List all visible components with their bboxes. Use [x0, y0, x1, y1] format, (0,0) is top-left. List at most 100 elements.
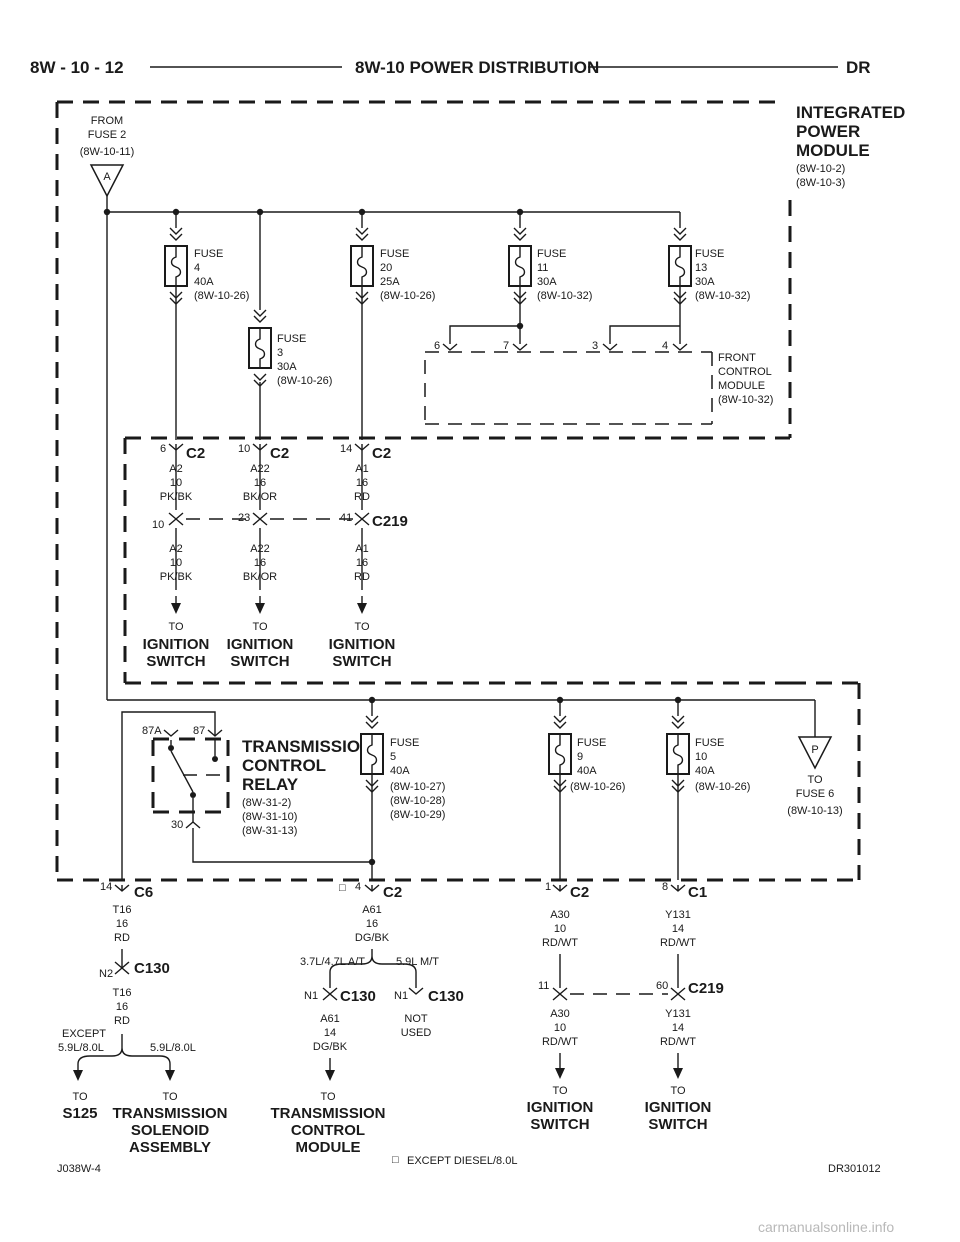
wire-a2-lower-1: A2	[169, 543, 182, 555]
c130-notused-pin: N1	[394, 990, 408, 1002]
c219-bottom-label: C219	[688, 980, 724, 997]
transmission-control-relay: 87A 87 30 TRANSMISSION CONTROL RELAY (8W…	[142, 725, 372, 837]
wire-a30-a-3: RD/WT	[542, 937, 578, 949]
wire-a2-lower-2: 10	[170, 557, 182, 569]
fuse-9-line-1: FUSE	[577, 737, 606, 749]
page-title: 8W-10 POWER DISTRIBUTION	[355, 58, 599, 77]
wire-a1-upper-3: RD	[354, 491, 370, 503]
page-number: 8W - 10 - 12	[30, 58, 124, 77]
relay-title-1: TRANSMISSION	[242, 737, 372, 756]
wire-y131-a-3: RD/WT	[660, 937, 696, 949]
c130-mid-pin: N1	[304, 990, 318, 1002]
c2-mid-marker: □	[339, 882, 346, 894]
wire-a61-a-2: 16	[366, 918, 378, 930]
fuse-4-line-3: 40A	[194, 276, 214, 288]
fcm-pin-7: 7	[503, 340, 509, 352]
c2-mid-label: C2	[383, 884, 402, 901]
relay-pin-87: 87	[193, 725, 205, 737]
relay-pin-30: 30	[171, 819, 183, 831]
wire-a61-a-1: A61	[362, 904, 382, 916]
relay-ref-1: (8W-31-2)	[242, 797, 291, 809]
fcm-pin-6: 6	[434, 340, 440, 352]
fuse-10-line-2: 10	[695, 751, 707, 763]
fuse-9: FUSE 9 40A (8W-10-26)	[548, 715, 625, 793]
source-p-line-2: FUSE 6	[796, 788, 835, 800]
ipm-title-3: MODULE	[796, 141, 870, 160]
fuse-4-line-4: (8W-10-26)	[194, 290, 249, 302]
wire-y131-b-3: RD/WT	[660, 1036, 696, 1048]
fuse-10-line-4: (8W-10-26)	[695, 781, 750, 793]
fuse-3: FUSE 3 30A (8W-10-26)	[248, 309, 332, 387]
connector-c130-mid: N1 C130 A61 14 DG/BK	[304, 987, 376, 1070]
c219-top-pin-41: 41	[340, 512, 352, 524]
wire-a22-lower-2: 16	[254, 557, 266, 569]
wire-labels-top-upper: A2 10 PK/BK A22 16 BK/OR A1 16 RD	[160, 463, 370, 503]
relay-ref-3: (8W-31-13)	[242, 825, 297, 837]
wire-a2-upper-2: 10	[170, 477, 182, 489]
to-tcm-line-1: TRANSMISSION	[270, 1105, 385, 1122]
c2-top-pin-14: 14	[340, 443, 352, 455]
to-ignition-switch-3: TO IGNITION SWITCH	[329, 603, 395, 670]
fuse-13-line-2: 13	[695, 262, 707, 274]
c2-top-pin-6: 6	[160, 443, 166, 455]
wire-t16-b-1: T16	[113, 987, 132, 999]
fcm-pin-4: 4	[662, 340, 668, 352]
source-p-letter: P	[811, 744, 818, 756]
fcm-line-2: CONTROL	[718, 366, 772, 378]
source-p: P TO FUSE 6 (8W-10-13)	[787, 736, 843, 817]
connector-c130-left: N2 C130 T16 16 RD EXCEPT 5.9L/8.0L 5.9L/…	[58, 960, 196, 1070]
c2-top-pin-10: 10	[238, 443, 250, 455]
wire-a1-lower-3: RD	[354, 571, 370, 583]
not-used-1: NOT	[404, 1013, 428, 1025]
source-a-line-1: FROM	[91, 115, 123, 127]
connector-c6: 14 C6 T16 16 RD	[100, 881, 153, 968]
to-ign-5-line-2: SWITCH	[648, 1116, 707, 1133]
main-wires	[103, 196, 816, 880]
c2-top-label-2: C2	[270, 445, 289, 462]
wire-t16-a-2: 16	[116, 918, 128, 930]
ipm-title-1: INTEGRATED	[796, 103, 905, 122]
wire-t16-b-2: 16	[116, 1001, 128, 1013]
mt-label: 5.9L M/T	[396, 956, 439, 968]
connector-c219-top: 10 23 41 C219	[152, 512, 408, 531]
relay-pin-87a: 87A	[142, 725, 162, 737]
wire-labels-top-lower: A2 10 PK/BK A22 16 BK/OR A1 16 RD	[160, 543, 370, 583]
relay-ref-2: (8W-31-10)	[242, 811, 297, 823]
connector-c2-right: 1 C2 A30 10 RD/WT	[542, 881, 589, 988]
to-tsa-line-2: SOLENOID	[131, 1122, 210, 1139]
to-ign-1-line-1: IGNITION	[143, 636, 210, 653]
c2-right-label: C2	[570, 884, 589, 901]
to-transmission-solenoid-assembly: TO TRANSMISSION SOLENOID ASSEMBLY	[112, 1070, 228, 1156]
relay-title-3: RELAY	[242, 775, 299, 794]
wire-a22-lower-1: A22	[250, 543, 270, 555]
fuse-4: FUSE 4 40A (8W-10-26)	[164, 227, 249, 305]
to-ign-5-to: TO	[670, 1085, 686, 1097]
to-ignition-switch-1: TO IGNITION SWITCH	[143, 603, 210, 670]
fuse-11-line-1: FUSE	[537, 248, 566, 260]
fcm-pin-3: 3	[592, 340, 598, 352]
c2-mid-pin: 4	[355, 881, 361, 893]
fuse-13: FUSE 13 30A (8W-10-32)	[668, 227, 750, 305]
to-ign-3-line-2: SWITCH	[332, 653, 391, 670]
not-used-2: USED	[401, 1027, 432, 1039]
to-tcm-line-2: CONTROL	[291, 1122, 365, 1139]
ipm-title-2: POWER	[796, 122, 860, 141]
wire-a2-upper-3: PK/BK	[160, 491, 193, 503]
fuse-5-line-5: (8W-10-28)	[390, 795, 445, 807]
source-a-line-2: FUSE 2	[88, 129, 127, 141]
fuse-9-line-3: 40A	[577, 765, 597, 777]
connector-c1: 8 C1 Y131 14 RD/WT	[660, 881, 707, 988]
to-transmission-control-module: TO TRANSMISSION CONTROL MODULE	[270, 1070, 386, 1156]
to-ign-2-line-2: SWITCH	[230, 653, 289, 670]
fuse-4-line-2: 4	[194, 262, 200, 274]
c219-top-label: C219	[372, 513, 408, 530]
wire-a2-lower-3: PK/BK	[160, 571, 193, 583]
fuse-5-line-2: 5	[390, 751, 396, 763]
to-tcm-to: TO	[320, 1091, 336, 1103]
connector-c130-notused: N1 C130 NOT USED	[394, 987, 464, 1039]
page-header: 8W - 10 - 12 8W-10 POWER DISTRIBUTION DR	[30, 58, 871, 77]
c130-left-label: C130	[134, 960, 170, 977]
connector-c219-bottom: 11 60 C219 A30 10 RD/WT Y131 14 RD/WT	[538, 980, 724, 1068]
to-ign-4-line-2: SWITCH	[530, 1116, 589, 1133]
wire-t16-a-3: RD	[114, 932, 130, 944]
